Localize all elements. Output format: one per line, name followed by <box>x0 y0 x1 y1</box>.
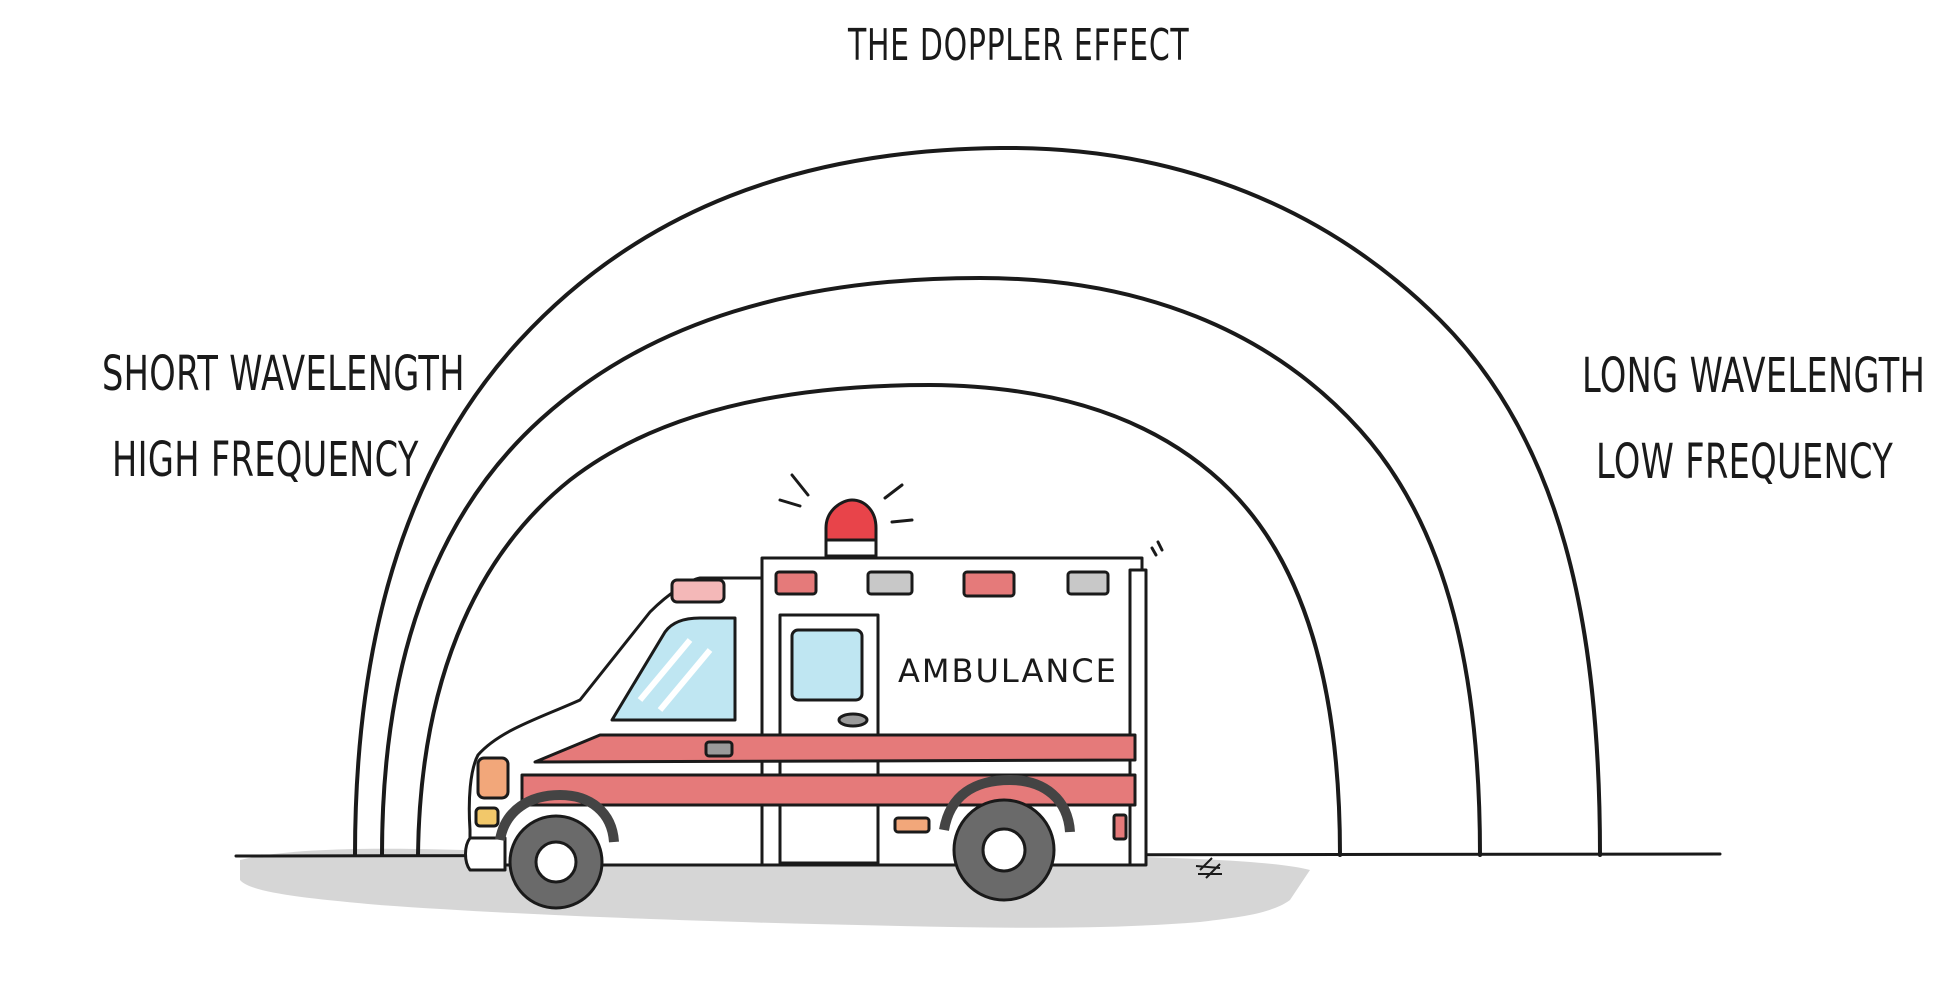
sound-wave-outer <box>353 145 1602 857</box>
roof-light-4 <box>1066 570 1110 596</box>
side-mirror <box>704 740 734 758</box>
sound-wave-middle <box>380 275 1482 857</box>
indicator-light <box>474 806 500 828</box>
motion-hatch-marks <box>1195 857 1222 879</box>
box-rear-panel <box>1128 568 1148 867</box>
rear-hub <box>981 827 1027 873</box>
roof-light-1 <box>774 570 818 596</box>
right-label-frequency: LOW FREQUENCY <box>1596 434 1894 490</box>
siren-flash-lines <box>778 473 1164 557</box>
rear-wheel-arch <box>939 775 1075 833</box>
left-label-frequency: HIGH FREQUENCY <box>112 432 419 488</box>
front-hub <box>534 840 578 884</box>
right-label-wavelength: LONG WAVELENGTH <box>1582 348 1926 404</box>
cab-marker-light <box>670 578 726 604</box>
roof-light-2 <box>866 570 914 596</box>
siren-beacon <box>824 498 878 542</box>
roof-light-3 <box>962 570 1016 598</box>
sound-wave-inner <box>416 382 1342 857</box>
headlight <box>476 756 510 800</box>
upper-stripe <box>533 733 1137 764</box>
siren-base <box>824 538 878 558</box>
diagram-title: THE DOPPLER EFFECT <box>848 20 1190 71</box>
ambulance <box>464 498 1148 910</box>
front-wheel-arch <box>495 790 619 843</box>
door-window <box>790 628 864 702</box>
window-glare <box>637 638 713 712</box>
rear-marker-red <box>1112 813 1128 841</box>
door-handle <box>837 712 869 728</box>
front-bumper <box>464 836 507 872</box>
left-label-wavelength: SHORT WAVELENGTH <box>102 346 465 402</box>
ambulance-side-text: AMBULANCE <box>898 652 1118 690</box>
side-marker-orange <box>893 816 931 834</box>
